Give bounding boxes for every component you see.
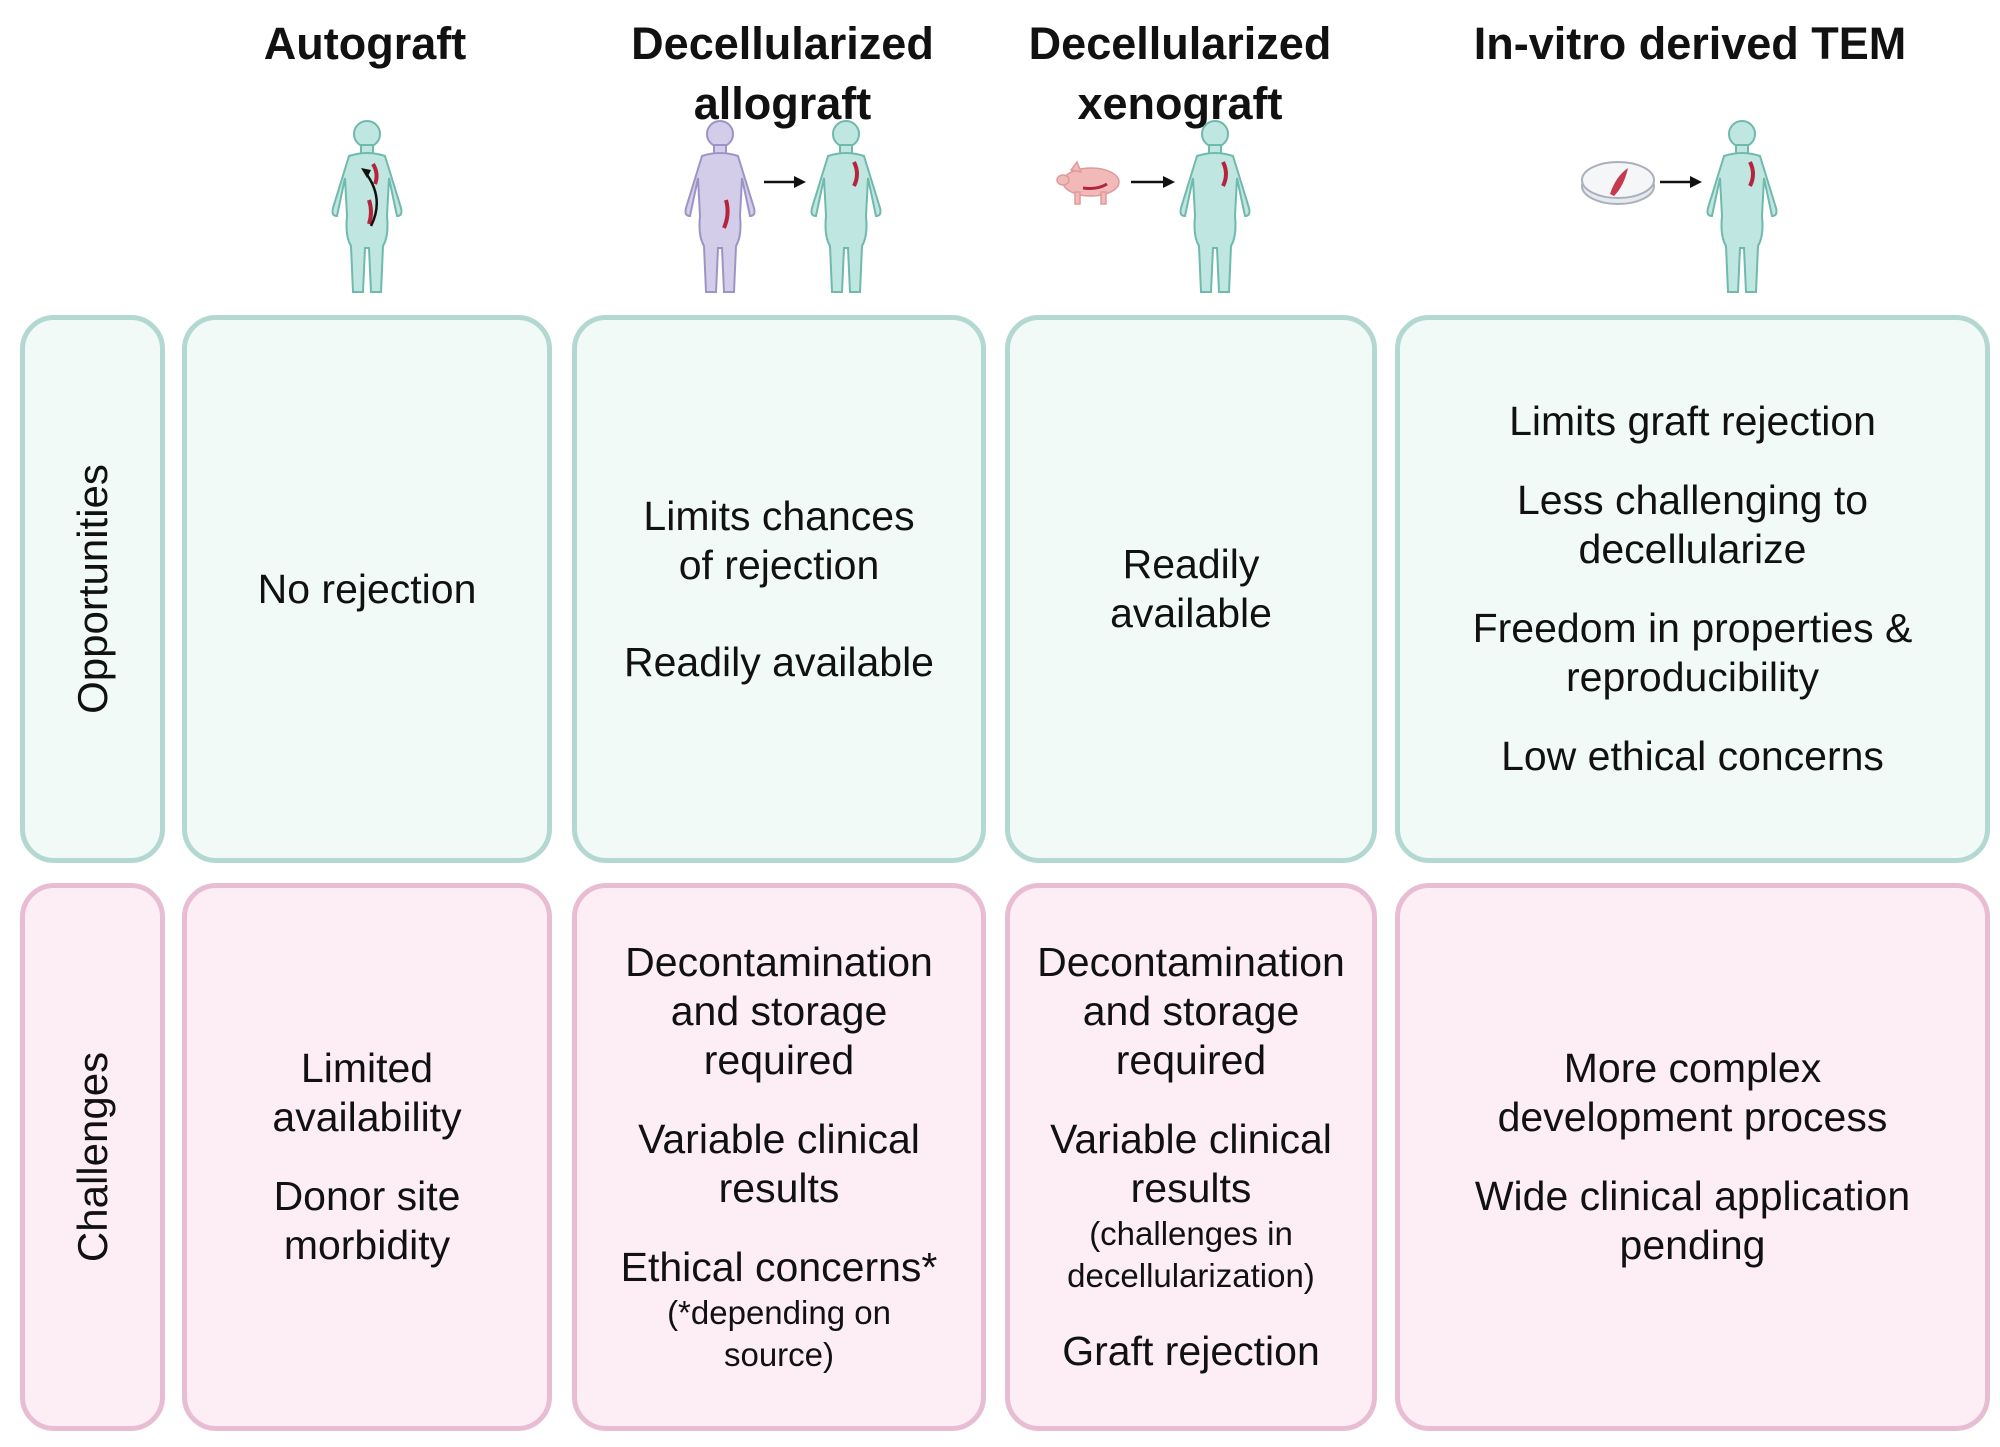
text-line: Readily available	[624, 638, 934, 685]
text-line: Less challenging to	[1516, 477, 1869, 523]
graft-mark-icon	[722, 199, 730, 229]
text-line: Ethical concerns*	[620, 1244, 938, 1290]
opportunities-row-label-box	[20, 315, 165, 863]
text-line: decellularization)	[1067, 1257, 1315, 1294]
text-line: reproducibility	[1566, 654, 1819, 700]
title-line: xenograft	[1077, 78, 1283, 129]
text-line: (*depending on	[667, 1294, 891, 1331]
column-title-xenograft: Decellularized xenograft	[1005, 14, 1355, 134]
opportunities-allograft-cell	[572, 315, 986, 863]
text-line: availability	[272, 1094, 462, 1140]
text-line: (challenges in	[1089, 1215, 1293, 1252]
challenges-allograft-text: Decontamination and storage required Var…	[572, 883, 986, 1431]
text-line: morbidity	[283, 1222, 451, 1268]
text-line: development process	[1497, 1094, 1888, 1140]
pig-icon	[1056, 160, 1120, 205]
text-line: pending	[1619, 1222, 1766, 1268]
column-title-autograft: Autograft	[180, 14, 550, 74]
column-title-tem: In-vitro derived TEM	[1390, 14, 1990, 74]
graft-mark-icon	[1748, 161, 1755, 187]
text-line: Readily	[1122, 541, 1260, 587]
graft-mark-icon	[367, 199, 373, 225]
graft-mark-icon	[852, 161, 859, 187]
text-line: Variable clinical	[638, 1116, 920, 1162]
text-line: and storage	[1082, 988, 1300, 1034]
text-line: Donor site	[273, 1173, 461, 1219]
xenograft-icon	[1055, 116, 1265, 294]
text-line: Graft rejection	[1062, 1328, 1320, 1374]
human-body-icon	[331, 120, 403, 293]
opportunities-xenograft-text: Readily available	[1005, 315, 1377, 863]
text-line: Wide clinical application	[1474, 1173, 1911, 1219]
challenges-autograft-cell	[182, 883, 552, 1431]
challenges-allograft-cell	[572, 883, 986, 1431]
opportunities-tem-text: Limits graft rejection Less challenging …	[1395, 315, 1990, 863]
text-line: required	[703, 1037, 855, 1083]
allograft-icon	[680, 116, 890, 294]
curved-arrow-icon	[364, 171, 378, 227]
tem-icon	[1580, 116, 1790, 294]
challenges-row-label-box	[20, 883, 165, 1431]
challenges-row-label: Challenges	[69, 1051, 116, 1263]
text-line: available	[1110, 590, 1272, 636]
title-line: Decellularized	[631, 18, 934, 69]
challenges-xenograft-text: Decontamination and storage required Var…	[1005, 883, 1377, 1431]
text-line: Freedom in properties &	[1472, 605, 1913, 651]
text-line: Limits graft rejection	[1509, 398, 1876, 444]
title-line: Decellularized	[1028, 18, 1332, 69]
opportunities-allograft-text: Limits chances of rejection Readily avai…	[572, 315, 986, 863]
human-body-icon	[684, 120, 756, 293]
text-line: Low ethical concerns	[1501, 733, 1884, 779]
title-line: Autograft	[263, 18, 467, 69]
text-line: and storage	[670, 988, 888, 1034]
opportunities-autograft-cell	[182, 315, 552, 863]
text-line: Limits chances	[643, 492, 915, 539]
text-line: More complex	[1563, 1045, 1822, 1091]
human-body-icon	[1179, 120, 1251, 293]
autograft-icon	[327, 116, 407, 294]
opportunities-tem-cell	[1395, 315, 1990, 863]
text-line: of rejection	[678, 541, 880, 588]
text-line: Decontamination	[625, 939, 933, 985]
opportunities-xenograft-cell	[1005, 315, 1377, 863]
challenges-tem-cell	[1395, 883, 1990, 1431]
text-line: Decontamination	[1037, 939, 1345, 985]
text-line: Variable clinical	[1050, 1116, 1332, 1162]
text-line: source)	[723, 1336, 835, 1373]
graft-mark-icon	[1082, 182, 1108, 190]
column-title-allograft: Decellularized allograft	[570, 14, 995, 134]
challenges-tem-text: More complex development process Wide cl…	[1395, 883, 1990, 1431]
graft-mark-icon	[1221, 161, 1228, 187]
text-line: Limited	[300, 1045, 434, 1091]
text-line: results	[718, 1165, 840, 1211]
text-line: required	[1115, 1037, 1267, 1083]
human-body-icon	[810, 120, 882, 293]
title-line: In-vitro derived TEM	[1473, 18, 1907, 69]
petri-dish-icon	[1581, 161, 1655, 205]
human-body-icon	[1706, 120, 1778, 293]
text-line: results	[1130, 1165, 1252, 1211]
opportunities-autograft-text: No rejection	[182, 315, 552, 863]
challenges-autograft-text: Limited availability Donor site morbidit…	[182, 883, 552, 1431]
opportunities-row-label: Opportunities	[69, 464, 116, 714]
challenges-xenograft-cell	[1005, 883, 1377, 1431]
text-line: decellularize	[1578, 526, 1807, 572]
text-line: No rejection	[257, 565, 477, 612]
graft-mark-icon	[371, 162, 379, 185]
